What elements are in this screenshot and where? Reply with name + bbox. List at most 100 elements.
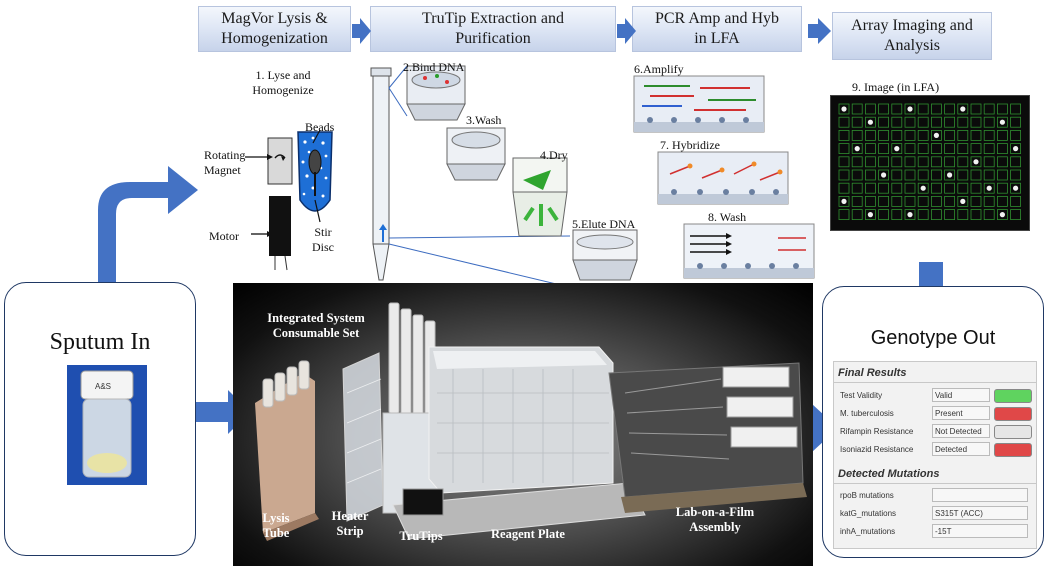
sputum-in-panel: Sputum In A&S bbox=[4, 282, 196, 556]
array-spot-cell bbox=[970, 143, 982, 154]
array-bright-spot bbox=[920, 185, 926, 191]
array-spot-cell bbox=[917, 103, 929, 115]
status-indicator bbox=[994, 389, 1032, 403]
step-extraction-line1: TruTip Extraction and bbox=[422, 10, 564, 27]
array-bright-spot bbox=[960, 106, 966, 112]
array-spot-cell bbox=[957, 209, 969, 220]
array-spot-cell bbox=[931, 169, 942, 181]
array-spot-cell bbox=[865, 209, 876, 220]
array-spot-cell bbox=[865, 103, 876, 115]
step-imaging-header: Array Imaging and Analysis bbox=[832, 12, 992, 60]
array-spot-cell bbox=[1010, 116, 1022, 128]
wash-step-label: 3.Wash bbox=[466, 113, 502, 127]
heater-strip-icon bbox=[342, 352, 384, 522]
array-spot-cell bbox=[878, 130, 889, 141]
array-spot-cell bbox=[996, 143, 1008, 154]
array-spot-cell bbox=[878, 143, 889, 154]
status-indicator bbox=[994, 443, 1032, 457]
array-spot-cell bbox=[1010, 196, 1022, 207]
array-bright-spot bbox=[841, 198, 847, 204]
image-step-label: 9. Image (in LFA) bbox=[852, 80, 940, 94]
array-spot-cell bbox=[957, 116, 969, 128]
array-spot-cell bbox=[983, 143, 995, 154]
reagent-plate-label: Reagent Plate bbox=[491, 527, 565, 541]
array-spot-cell bbox=[851, 156, 863, 168]
array-spot-cell bbox=[944, 156, 955, 168]
array-bright-spot bbox=[999, 119, 1005, 125]
array-spot-cell bbox=[917, 209, 929, 220]
array-spot-cell bbox=[931, 182, 942, 194]
final-result-name: M. tuberculosis bbox=[840, 409, 894, 418]
array-spot-cell bbox=[878, 103, 889, 115]
array-spot-cell bbox=[983, 182, 995, 194]
lfa-wash-panel-icon bbox=[683, 223, 815, 279]
array-spot-cell bbox=[838, 130, 850, 141]
array-spot-cell bbox=[891, 143, 903, 154]
array-spot-cell bbox=[838, 182, 850, 194]
array-spot-cell bbox=[983, 169, 995, 181]
lyse-title-line2: Homogenize bbox=[252, 83, 314, 97]
array-spot-cell bbox=[970, 182, 982, 194]
array-spot-cell bbox=[878, 209, 889, 220]
array-spot-cell bbox=[970, 169, 982, 181]
step-imaging-line2: Analysis bbox=[883, 37, 940, 54]
array-spot-cell bbox=[878, 196, 889, 207]
array-spot-cell bbox=[891, 103, 903, 115]
consumable-label-line1: Integrated System bbox=[267, 311, 365, 325]
final-result-value: Valid bbox=[932, 388, 990, 402]
array-spot-cell bbox=[904, 130, 916, 141]
array-bright-spot bbox=[999, 212, 1005, 218]
array-bright-spot bbox=[894, 146, 900, 152]
array-bright-spot bbox=[881, 172, 887, 178]
array-spot-cell bbox=[931, 209, 942, 220]
lfa-array-image bbox=[830, 95, 1030, 231]
sputum-jar-label: A&S bbox=[95, 382, 111, 391]
array-spot-cell bbox=[957, 196, 969, 207]
array-spot-cell bbox=[851, 182, 863, 194]
lab-on-a-film-icon bbox=[608, 362, 807, 513]
step-imaging-line1: Array Imaging and bbox=[851, 17, 973, 34]
array-spot-cell bbox=[1010, 182, 1022, 194]
motor-label: Motor bbox=[209, 229, 239, 243]
array-spot-cell bbox=[1010, 143, 1022, 154]
array-spot-cell bbox=[865, 196, 876, 207]
array-spot-cell bbox=[838, 116, 850, 128]
consumable-label-line2: Consumable Set bbox=[272, 326, 360, 340]
array-spot-cell bbox=[904, 156, 916, 168]
step-lysis-line1: MagVor Lysis & bbox=[221, 10, 328, 27]
array-spot-cell bbox=[996, 196, 1008, 207]
hybridize-panel-icon bbox=[657, 151, 789, 205]
array-spot-cell bbox=[1010, 103, 1022, 115]
mutation-value: S315T (ACC) bbox=[932, 506, 1028, 520]
array-spot-cell bbox=[917, 116, 929, 128]
beads-label: Beads bbox=[305, 120, 335, 134]
array-grid bbox=[838, 103, 1022, 220]
array-spot-cell bbox=[944, 182, 955, 194]
array-spot-cell bbox=[1010, 209, 1022, 220]
array-spot-cell bbox=[904, 143, 916, 154]
array-spot-cell bbox=[838, 169, 850, 181]
array-spot-cell bbox=[838, 143, 850, 154]
lysis-tube-label: Lysis Tube bbox=[251, 511, 301, 541]
array-spot-cell bbox=[851, 209, 863, 220]
array-spot-cell bbox=[931, 116, 942, 128]
lab-on-a-film-label: Lab-on-a-Film Assembly bbox=[663, 505, 767, 535]
final-result-name: Isoniazid Resistance bbox=[840, 445, 914, 454]
stir-label-line1: Stir bbox=[314, 225, 332, 239]
array-spot-cell bbox=[904, 169, 916, 181]
amplify-panel-icon bbox=[633, 75, 765, 133]
array-spot-cell bbox=[944, 116, 955, 128]
array-spot-cell bbox=[931, 196, 942, 207]
array-bright-spot bbox=[933, 132, 939, 138]
array-spot-cell bbox=[838, 156, 850, 168]
dry-cup-icon bbox=[512, 157, 568, 237]
array-spot-cell bbox=[983, 116, 995, 128]
array-spot-cell bbox=[891, 169, 903, 181]
motor-icon bbox=[269, 196, 291, 256]
array-spot-cell bbox=[944, 209, 955, 220]
array-spot-cell bbox=[904, 209, 916, 220]
array-bright-spot bbox=[867, 212, 873, 218]
array-spot-cell bbox=[917, 182, 929, 194]
